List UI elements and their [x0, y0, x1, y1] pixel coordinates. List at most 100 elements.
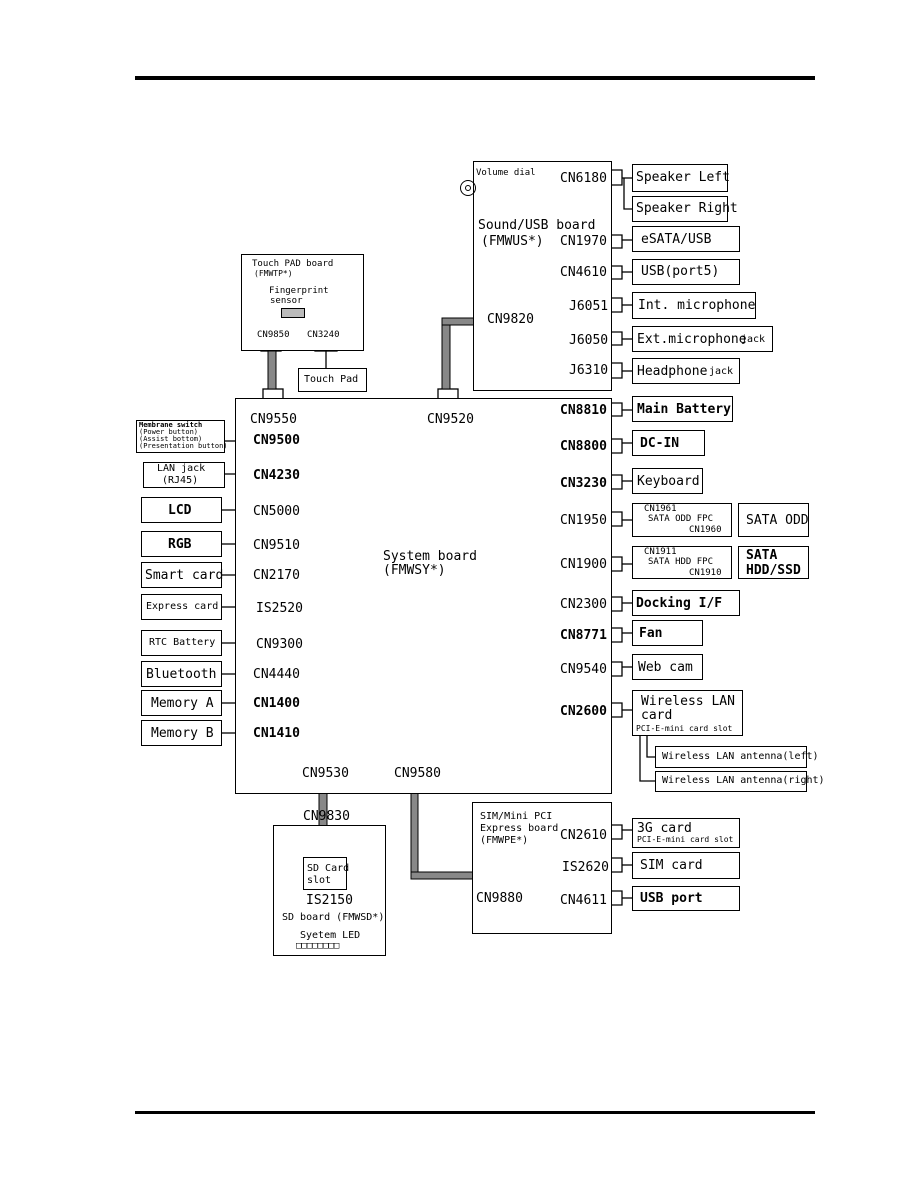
sd-board-title: SD board (FMWSD*)	[282, 912, 385, 923]
sim-board-title-1: SIM/Mini PCI	[480, 811, 553, 822]
lan-jack-label-2: (RJ45)	[162, 475, 199, 486]
cn2300-label: CN2300	[560, 597, 607, 612]
cn3230-label: CN3230	[560, 476, 607, 491]
speaker-left-box	[632, 164, 728, 192]
cn6180-label: CN6180	[560, 171, 607, 186]
touchpad-board-title: Touch PAD board	[252, 259, 334, 269]
usb-port5-box	[632, 259, 740, 285]
system-board	[235, 398, 612, 794]
touchpad-label: Touch Pad	[304, 374, 359, 385]
cn9580-label: CN9580	[394, 766, 441, 781]
sound-board-code: (FMWUS*)	[481, 234, 544, 249]
sata-odd-label: SATA ODD	[746, 513, 809, 528]
headphone-box	[632, 358, 740, 384]
system-led-label: Syetem LED	[300, 930, 361, 941]
sata-hdd-label-1: SATA	[746, 548, 778, 563]
sata-odd-fpc-box	[632, 503, 732, 537]
card-3g-slot-label: PCI-E-mini card slot	[637, 835, 734, 844]
membrane-switch-box	[136, 420, 225, 453]
memory-b-label: Memory B	[151, 726, 214, 741]
headphone-jack-label: jack	[709, 366, 734, 377]
cn1950-label: CN1950	[560, 513, 607, 528]
membrane-switch-label-2: (Power button)	[139, 428, 199, 436]
memory-a-label: Memory A	[151, 696, 214, 711]
rgb-box	[141, 531, 222, 557]
webcam-box	[632, 654, 703, 680]
cn4611-label: CN4611	[560, 893, 607, 908]
usb-port-label: USB port	[640, 891, 703, 906]
smart-card-label: Smart card	[145, 568, 224, 583]
sd-board	[273, 825, 386, 956]
sata-odd-fpc-label: SATA ODD FPC	[648, 514, 714, 524]
sd-card-slot	[303, 857, 347, 890]
cn1911-label: CN1911	[644, 547, 677, 557]
cn1410-label: CN1410	[253, 726, 300, 741]
keyboard-box	[632, 468, 703, 494]
sata-hdd-label-2: HDD/SSD	[746, 563, 801, 578]
lan-jack-box	[143, 462, 225, 488]
sd-slot-label-2: slot	[307, 875, 332, 886]
cn1400-label: CN1400	[253, 696, 300, 711]
cn9820-label: CN9820	[487, 312, 534, 327]
lan-jack-label-1: LAN jack	[157, 463, 206, 474]
j6310-label: J6310	[569, 363, 609, 378]
docking-label: Docking I/F	[636, 596, 723, 611]
lcd-box	[141, 497, 222, 523]
system-board-code: (FMWSY*)	[383, 563, 446, 578]
cn8800-label: CN8800	[560, 439, 607, 454]
card-3g-box	[632, 818, 740, 848]
fingerprint-label-2: sensor	[270, 296, 303, 306]
system-board-title: System board	[383, 549, 477, 564]
wireless-lan-slot-label: PCI-E-mini card slot	[636, 724, 733, 733]
express-card-box	[141, 594, 222, 620]
cn9830-label: CN9830	[303, 809, 350, 824]
memory-b-box	[141, 720, 222, 746]
speaker-left-label: Speaker Left	[636, 170, 730, 185]
cn9880-label: CN9880	[476, 891, 523, 906]
rgb-label: RGB	[168, 537, 192, 552]
cn1900-label: CN1900	[560, 557, 607, 572]
touchpad-board	[241, 254, 364, 351]
usb-port5-label: USB(port5)	[641, 264, 720, 279]
cn9520-label: CN9520	[427, 412, 474, 427]
cn9540-label: CN9540	[560, 662, 607, 677]
sim-card-label: SIM card	[640, 858, 703, 873]
membrane-switch-label-1: Membrane switch	[139, 421, 203, 429]
sd-ic-label: IS2150	[306, 893, 353, 908]
system-led-indicators: □□□□□□□□	[296, 941, 340, 951]
cn1970-label: CN1970	[560, 234, 607, 249]
is2520-label: IS2520	[256, 601, 303, 616]
cn2600-label: CN2600	[560, 704, 607, 719]
j6050-label: J6050	[569, 333, 609, 348]
bottom-rule	[135, 1111, 815, 1114]
speaker-right-label: Speaker Right	[636, 201, 738, 216]
cn8771-label: CN8771	[560, 628, 607, 643]
fan-box	[632, 620, 703, 646]
cn4610-label: CN4610	[560, 265, 607, 280]
sim-board-code: (FMWPE*)	[480, 835, 529, 846]
antenna-left-box	[655, 746, 807, 768]
express-card-label: Express card	[146, 601, 219, 612]
bluetooth-label: Bluetooth	[146, 667, 217, 682]
wireless-lan-label-1: Wireless LAN	[641, 694, 735, 709]
wireless-lan-box	[632, 690, 743, 736]
touchpad-box	[298, 368, 367, 392]
rtc-battery-label: RTC Battery	[149, 637, 216, 648]
cn9530-label: CN9530	[302, 766, 349, 781]
cn3240-label: CN3240	[307, 330, 340, 340]
cn1960-label: CN1960	[689, 525, 722, 535]
membrane-switch-label-4: (Presentation button)	[139, 442, 228, 450]
cn8810-label: CN8810	[560, 403, 607, 418]
cn1910-label: CN1910	[689, 568, 722, 578]
cn9300-label: CN9300	[256, 637, 303, 652]
ext-microphone-box	[632, 326, 773, 352]
is2620-label: IS2620	[562, 860, 609, 875]
docking-box	[632, 590, 740, 616]
wireless-lan-label-2: card	[641, 708, 673, 723]
volume-dial-icon	[460, 180, 476, 196]
cn2610-label: CN2610	[560, 828, 607, 843]
fan-label: Fan	[639, 626, 663, 641]
touchpad-board-code: (FMWTP*)	[254, 269, 293, 278]
card-3g-label: 3G card	[637, 821, 692, 836]
j6051-label: J6051	[569, 299, 609, 314]
